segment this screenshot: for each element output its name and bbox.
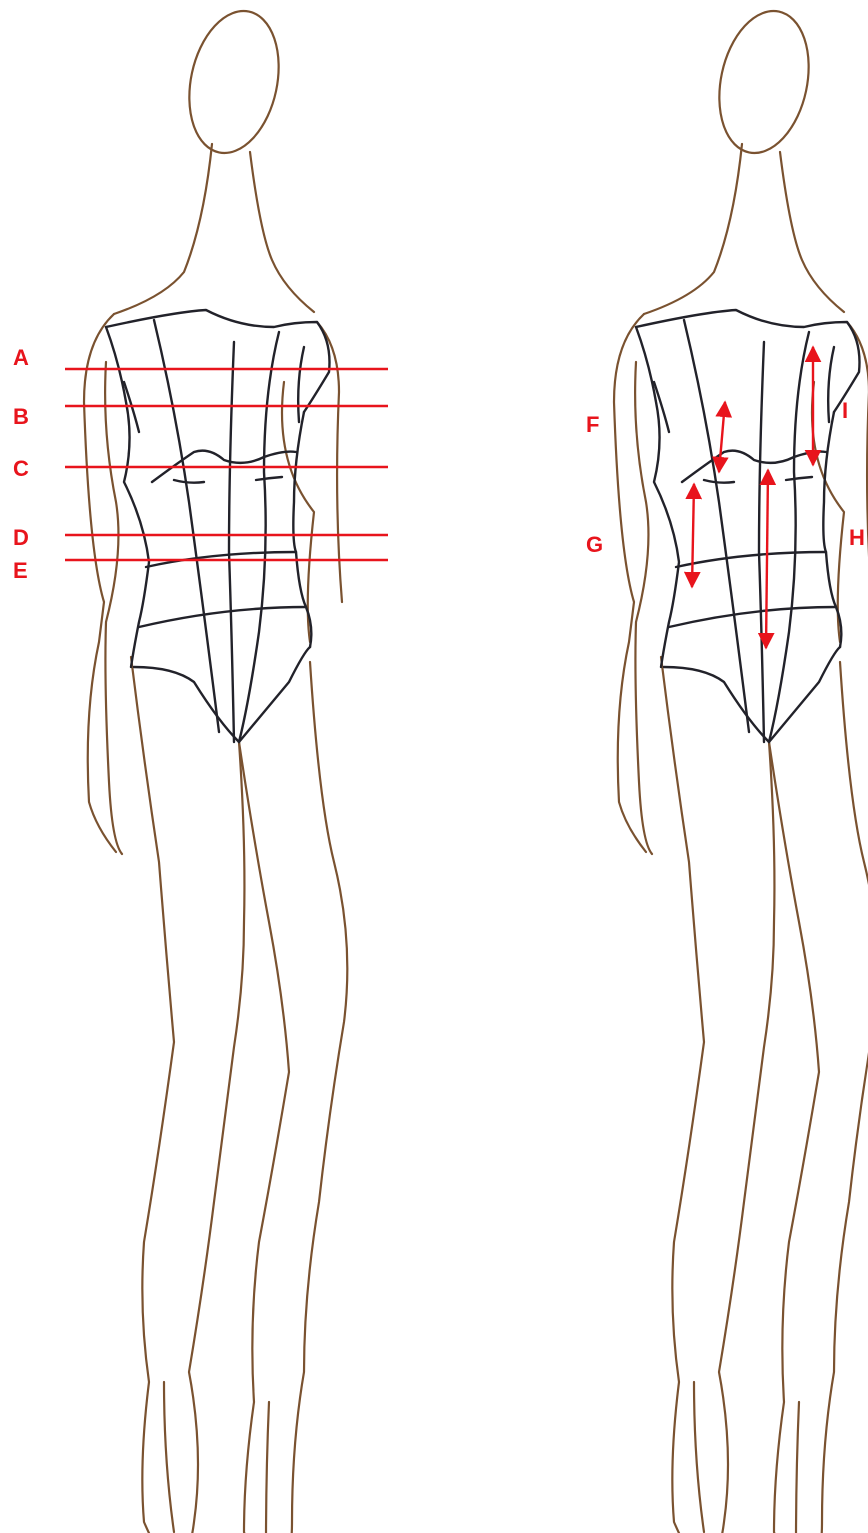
label-b: B [13, 404, 29, 429]
label-c: C [13, 456, 29, 481]
left-fashion-figure: A B C D E [13, 3, 388, 1533]
arrow-f [719, 402, 725, 472]
label-f: F [586, 412, 599, 437]
label-i: I [842, 398, 848, 423]
arrow-g [692, 484, 694, 587]
label-a: A [13, 345, 29, 370]
label-e: E [13, 558, 28, 583]
right-fashion-figure: F G H I [586, 3, 868, 1533]
label-g: G [586, 532, 603, 557]
label-d: D [13, 525, 29, 550]
arrow-h [766, 470, 768, 648]
label-h: H [849, 525, 865, 550]
